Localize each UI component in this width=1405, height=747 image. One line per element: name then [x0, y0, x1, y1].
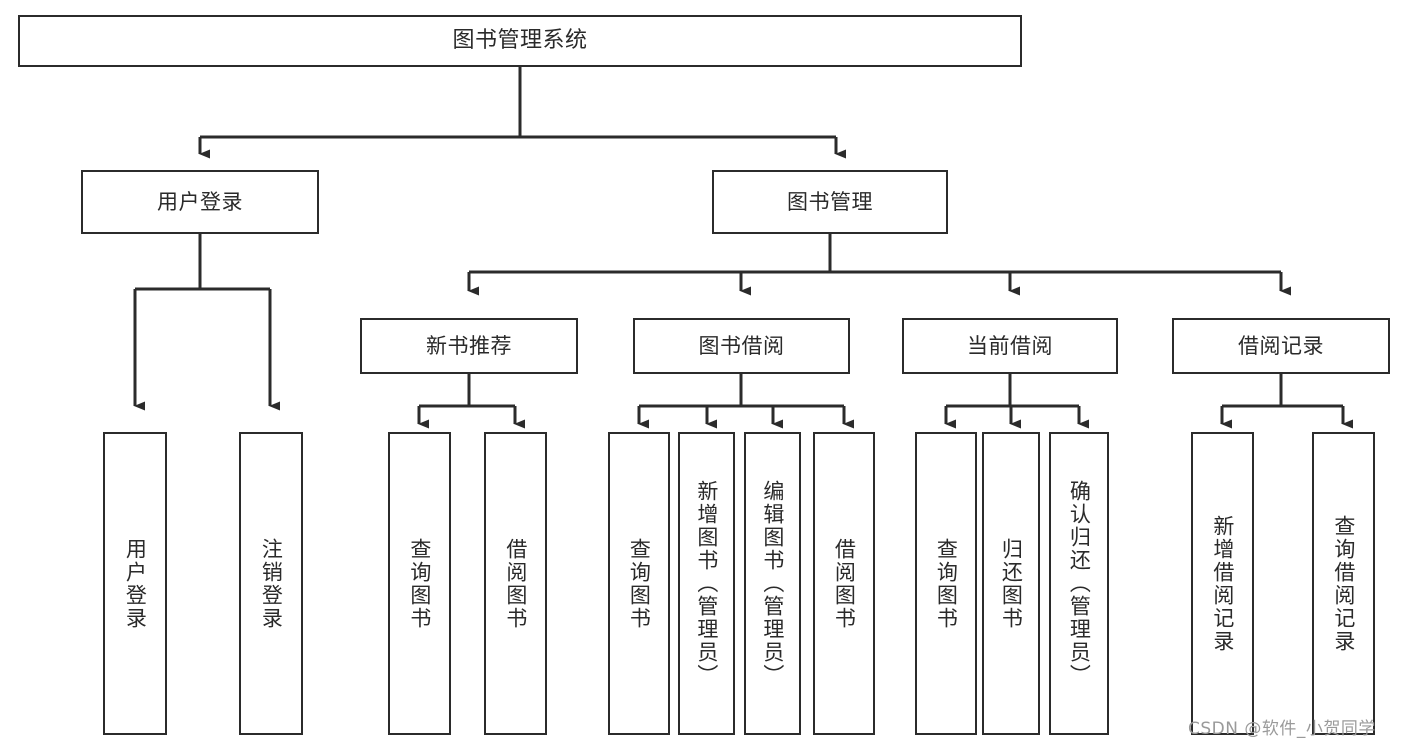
- node-label: 图书管理: [787, 189, 873, 214]
- leaf-add-borrow-record[interactable]: 新增借阅记录: [1191, 432, 1254, 735]
- leaf-edit-book-admin[interactable]: 编辑图书（管理员）: [744, 432, 801, 735]
- node-label: 新增图书（管理员）: [694, 480, 719, 687]
- leaf-query-borrow-record[interactable]: 查询借阅记录: [1312, 432, 1375, 735]
- leaf-add-book-admin[interactable]: 新增图书（管理员）: [678, 432, 735, 735]
- node-label: 新书推荐: [426, 333, 512, 358]
- node-book-manage[interactable]: 图书管理: [712, 170, 948, 234]
- node-label: 查询图书: [934, 537, 959, 630]
- node-label: 查询图书: [407, 537, 432, 630]
- node-label: 归还图书: [999, 537, 1024, 630]
- node-book-management-system[interactable]: 图书管理系统: [18, 15, 1022, 67]
- node-label: 用户登录: [123, 537, 148, 630]
- node-label: 借阅图书: [832, 537, 857, 630]
- node-label: 用户登录: [157, 189, 243, 214]
- leaf-query-book-current[interactable]: 查询图书: [915, 432, 977, 735]
- leaf-confirm-return-admin[interactable]: 确认归还（管理员）: [1049, 432, 1109, 735]
- leaf-return-book[interactable]: 归还图书: [982, 432, 1040, 735]
- node-label: 注销登录: [259, 537, 284, 630]
- node-label: 查询图书: [627, 537, 652, 630]
- node-label: 确认归还（管理员）: [1067, 480, 1092, 687]
- leaf-user-login[interactable]: 用户登录: [103, 432, 167, 735]
- node-label: 查询借阅记录: [1331, 514, 1356, 653]
- csdn-watermark: CSDN @软件_小贺同学: [1188, 719, 1376, 739]
- node-book-borrow[interactable]: 图书借阅: [633, 318, 850, 374]
- node-new-book-recommend[interactable]: 新书推荐: [360, 318, 578, 374]
- leaf-borrow-book-borrow[interactable]: 借阅图书: [813, 432, 875, 735]
- leaf-user-logout[interactable]: 注销登录: [239, 432, 303, 735]
- node-label: 当前借阅: [967, 333, 1053, 358]
- node-label: 新增借阅记录: [1210, 514, 1235, 653]
- node-label: 借阅记录: [1238, 333, 1324, 358]
- node-label: 编辑图书（管理员）: [760, 480, 785, 687]
- node-current-borrow[interactable]: 当前借阅: [902, 318, 1118, 374]
- node-borrow-record[interactable]: 借阅记录: [1172, 318, 1390, 374]
- node-label: 图书借阅: [698, 333, 785, 358]
- node-label: 借阅图书: [503, 537, 528, 630]
- node-label: 图书管理系统: [452, 28, 588, 54]
- leaf-query-book-new-recommend[interactable]: 查询图书: [388, 432, 451, 735]
- leaf-borrow-book-new-recommend[interactable]: 借阅图书: [484, 432, 547, 735]
- leaf-query-book-borrow[interactable]: 查询图书: [608, 432, 670, 735]
- node-user-login[interactable]: 用户登录: [81, 170, 319, 234]
